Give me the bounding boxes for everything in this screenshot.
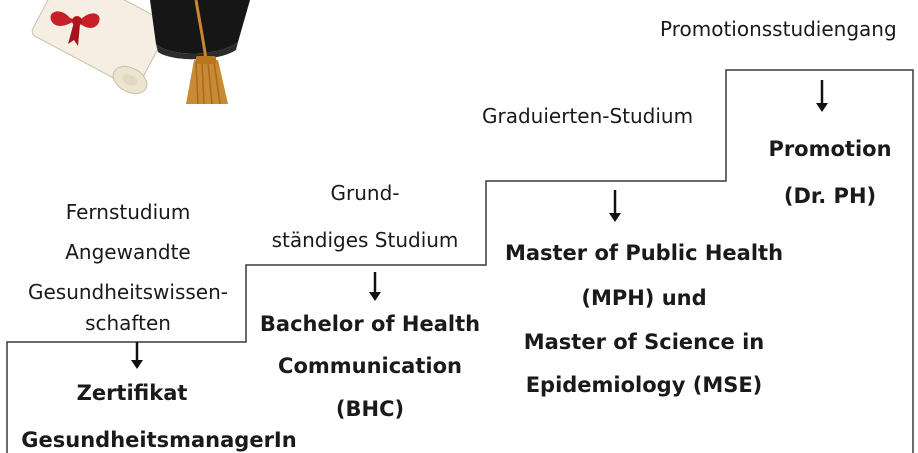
graduate-degree-line3: Master of Science in <box>523 330 765 354</box>
graduate-degree-line1: Master of Public Health <box>504 241 784 265</box>
graduate-degree-line2: (MPH) und <box>581 286 707 310</box>
distance-category-line2: Angewandte <box>65 240 191 264</box>
down-arrow-icon <box>816 80 828 112</box>
distance-degree-line2: GesundheitsmanagerIn <box>21 428 297 452</box>
graduate-category-label: Graduierten-Studium <box>482 104 694 128</box>
red-ribbon <box>50 11 100 46</box>
promotion-degree-line2: (Dr. PH) <box>783 184 877 208</box>
undergraduate-degree-line1: Bachelor of Health <box>259 312 481 336</box>
distance-category-line3: Gesundheitswissen- <box>27 280 229 304</box>
distance-category-line4: schaften <box>85 311 171 335</box>
undergraduate-category-line1: Grund- <box>330 181 400 205</box>
undergraduate-degree-line3: (BHC) <box>335 397 405 421</box>
promotion-category-label: Promotionsstudiengang <box>660 17 897 41</box>
distance-category-line1: Fernstudium <box>65 200 191 224</box>
down-arrow-icon <box>131 342 143 369</box>
down-arrow-icon <box>369 272 381 301</box>
graduation-cap-diploma-image <box>31 0 250 105</box>
graduate-degree-line4: Epidemiology (MSE) <box>525 373 763 397</box>
undergraduate-degree-line2: Communication <box>278 354 462 378</box>
down-arrow-icon <box>609 190 621 222</box>
promotion-degree-line1: Promotion <box>768 137 892 161</box>
tassel <box>186 0 228 105</box>
stair-steps-line <box>6 69 914 453</box>
undergraduate-category-line2: ständiges Studium <box>271 228 459 252</box>
diploma-scroll <box>31 0 170 95</box>
distance-degree-line1: Zertifikat <box>76 381 188 405</box>
